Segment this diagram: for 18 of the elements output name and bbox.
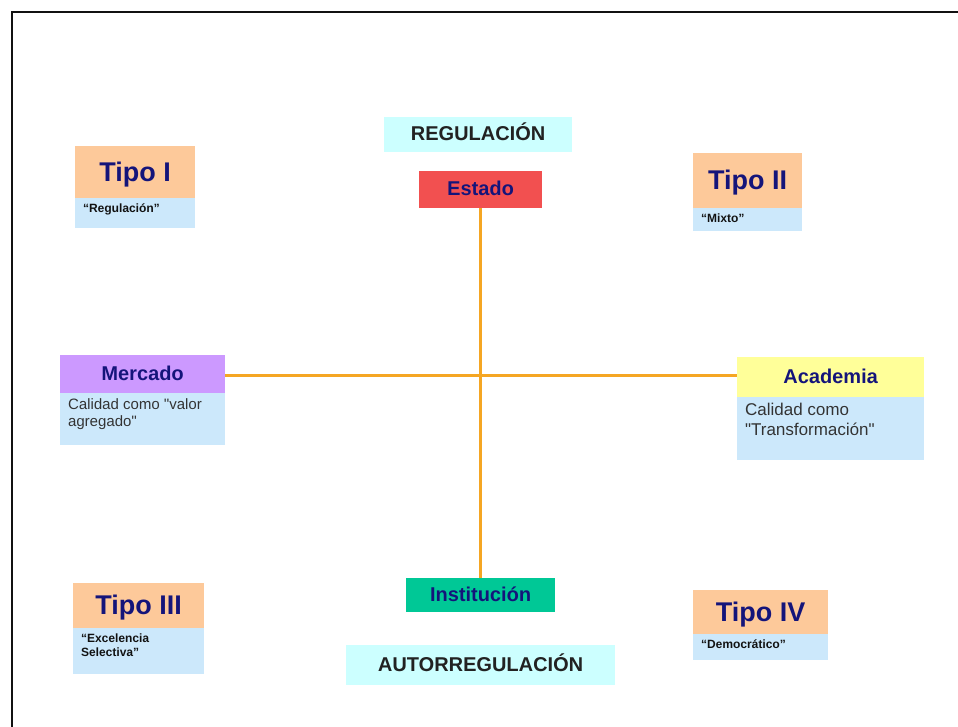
node-title: Tipo II — [693, 153, 802, 208]
axis-label-box: REGULACIÓN — [384, 117, 572, 152]
node-description: “Regulación” — [75, 198, 195, 228]
node-description: “Excelencia Selectiva” — [73, 628, 204, 674]
node-title: Tipo IV — [693, 590, 828, 634]
node-title: Mercado — [60, 355, 225, 393]
node-title: Academia — [737, 357, 924, 397]
node-description: Calidad como "Transformación" — [737, 397, 924, 460]
axis-line — [479, 208, 482, 578]
axis-line — [225, 374, 737, 377]
actor-box: Institución — [406, 578, 555, 612]
node-description: “Democrático” — [693, 634, 828, 660]
node-title: Tipo III — [73, 583, 204, 628]
axis-label-box: AUTORREGULACIÓN — [346, 645, 615, 685]
node-description: Calidad como "valor agregado" — [60, 393, 225, 445]
node-description: “Mixto” — [693, 208, 802, 231]
actor-box: Estado — [419, 171, 542, 208]
node-title: Tipo I — [75, 146, 195, 198]
